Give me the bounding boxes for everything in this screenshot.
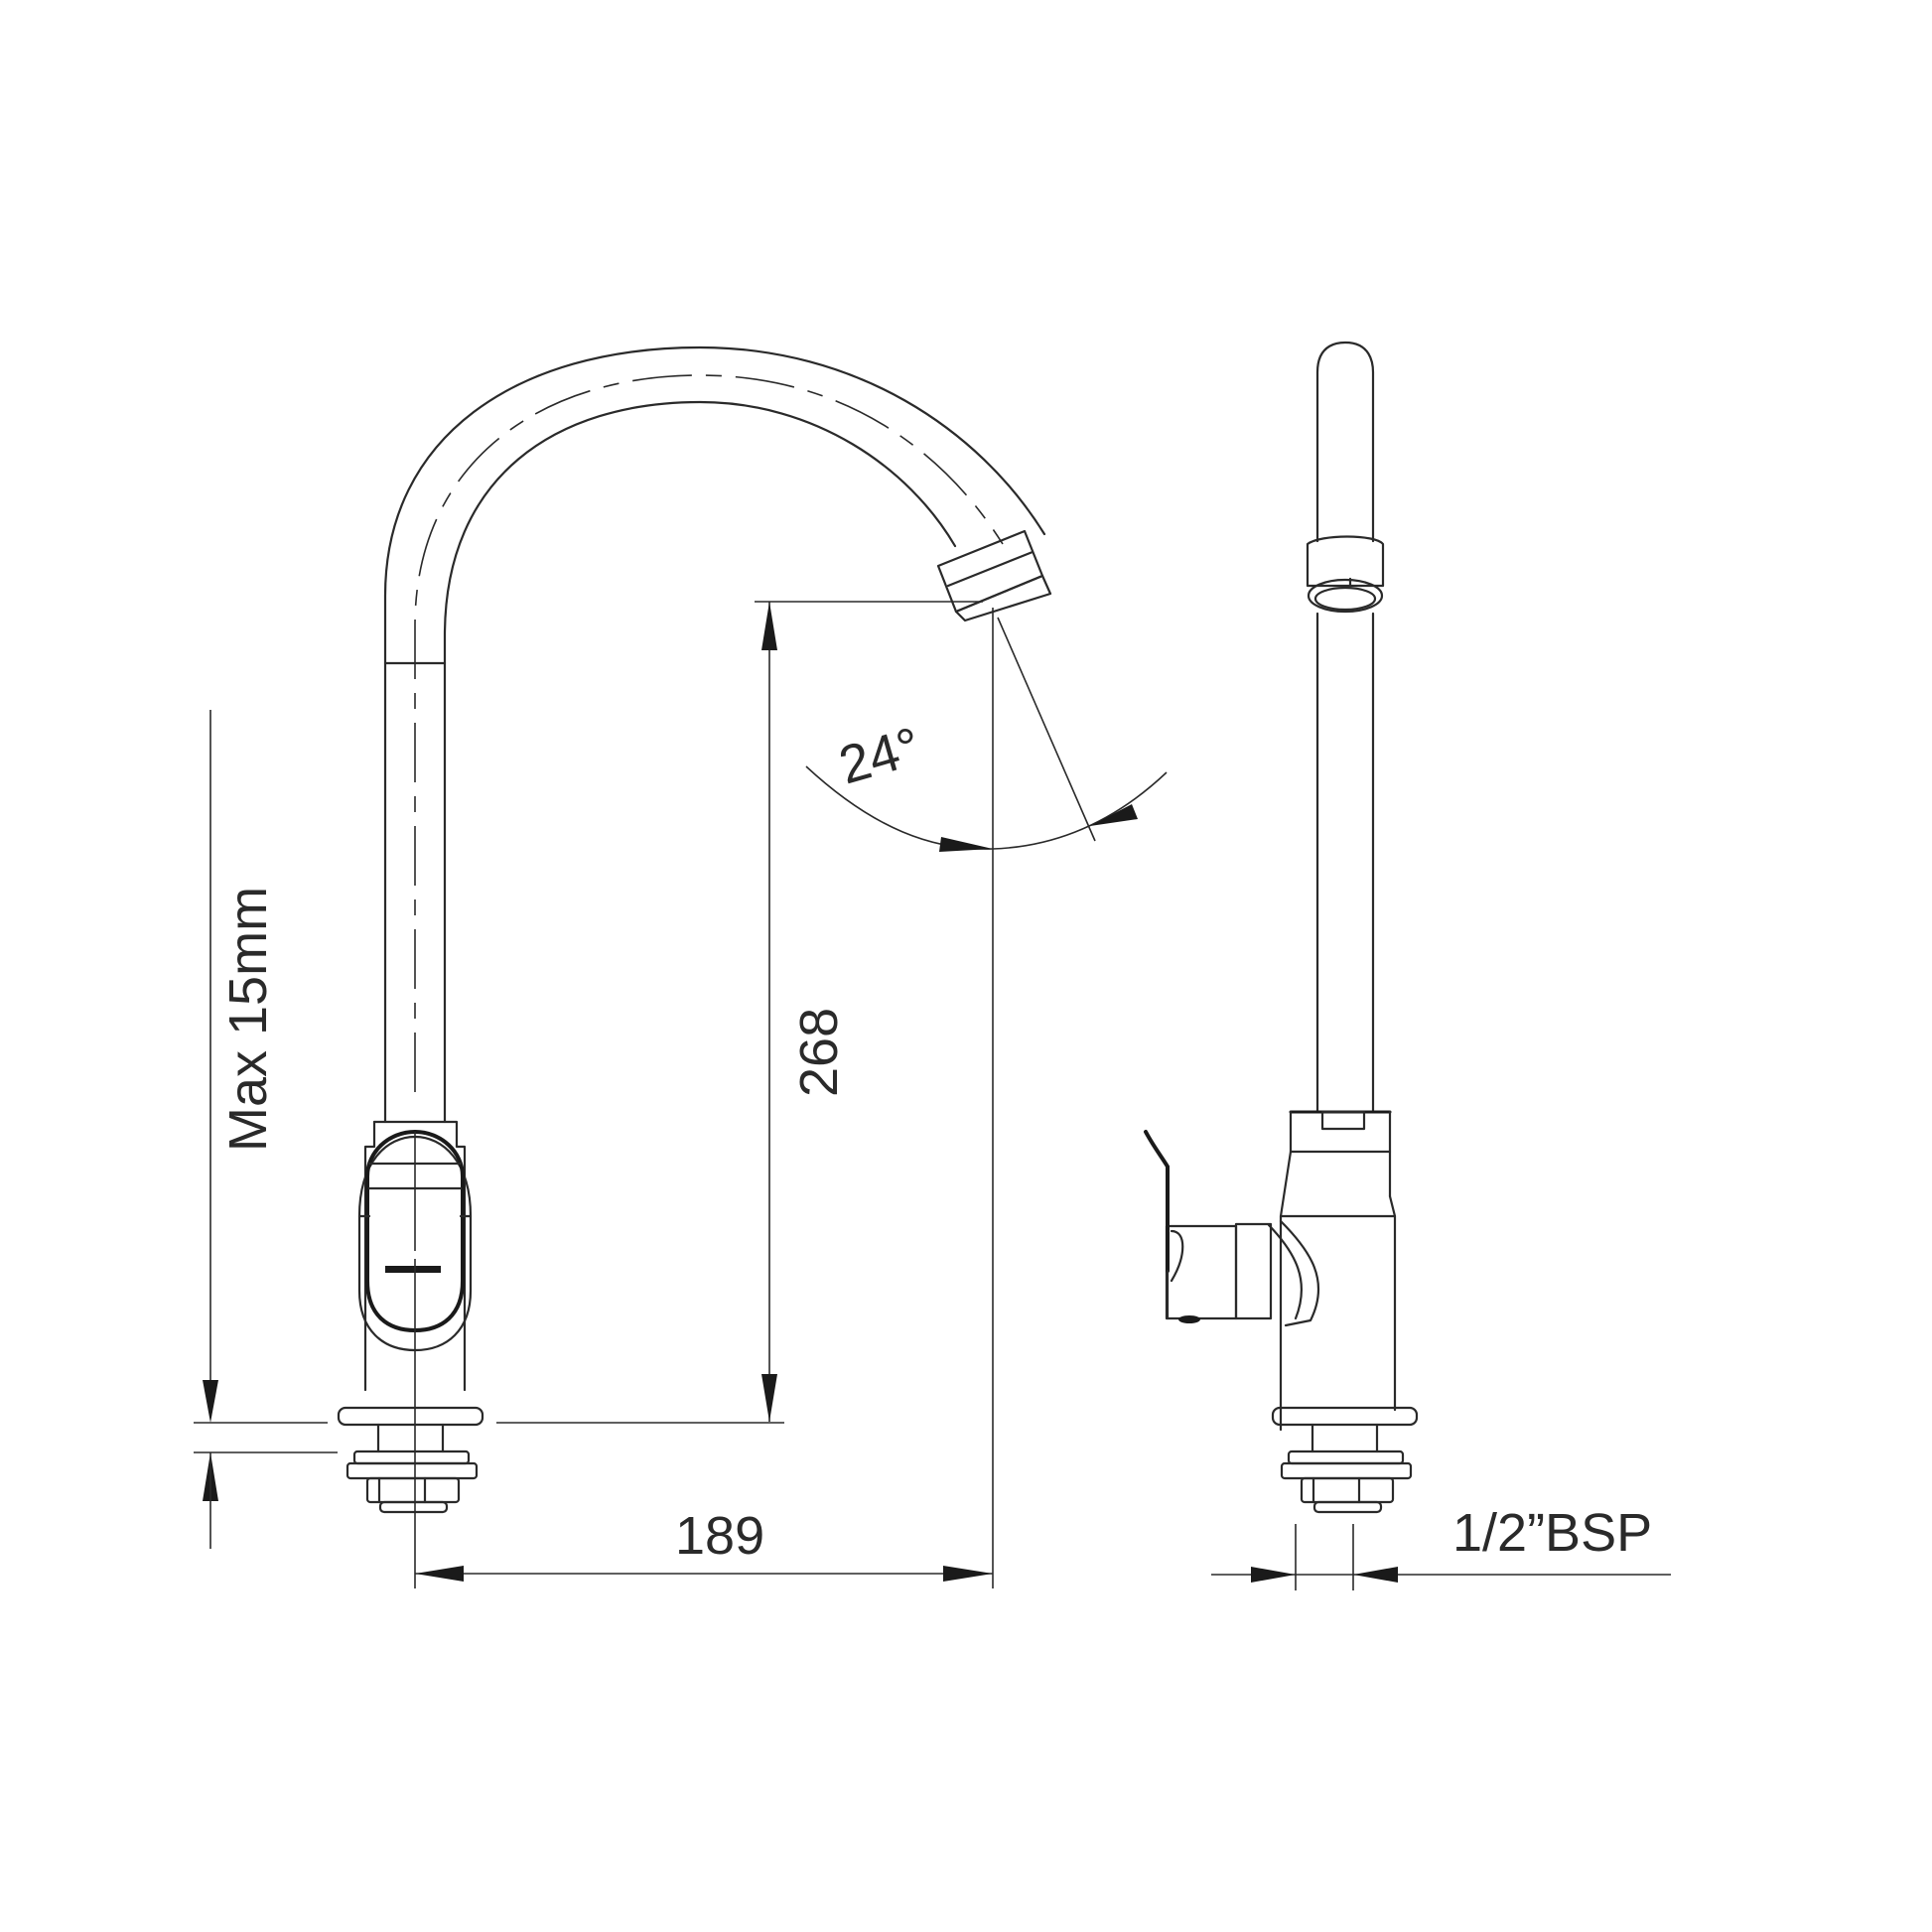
side-view: 1/2”BSP — [1144, 341, 1671, 1590]
thread-size-label: 1/2”BSP — [1452, 1503, 1652, 1563]
side-aerator — [1306, 535, 1385, 614]
spout-height-label: 268 — [789, 1008, 849, 1097]
side-spout — [1315, 341, 1375, 543]
spout-height-dimension: 268 — [496, 601, 983, 1424]
swivel-angle-dimension: 24° — [805, 617, 1168, 852]
side-body — [1144, 1110, 1397, 1432]
spout-reach-dimension: 189 — [415, 608, 994, 1588]
spout-inner-curve — [443, 400, 957, 1124]
front-view: Max 15mm 268 189 24° — [194, 345, 1168, 1588]
side-handle-lever — [1144, 1130, 1170, 1273]
spout-centerline — [414, 374, 1004, 1092]
aerator — [936, 529, 1052, 622]
max-thickness-dimension: Max 15mm — [194, 710, 338, 1549]
spout-outer-curve — [383, 345, 1046, 1124]
thread-size-dimension: 1/2”BSP — [1211, 1503, 1671, 1590]
max-thickness-label: Max 15mm — [218, 887, 278, 1152]
side-base — [1271, 1406, 1419, 1514]
front-body — [357, 1120, 473, 1588]
swivel-angle-label: 24° — [833, 716, 927, 795]
spout-reach-label: 189 — [675, 1506, 764, 1566]
brand-logo — [385, 1266, 441, 1273]
front-base — [337, 1406, 484, 1514]
handle-lever — [365, 1129, 465, 1333]
